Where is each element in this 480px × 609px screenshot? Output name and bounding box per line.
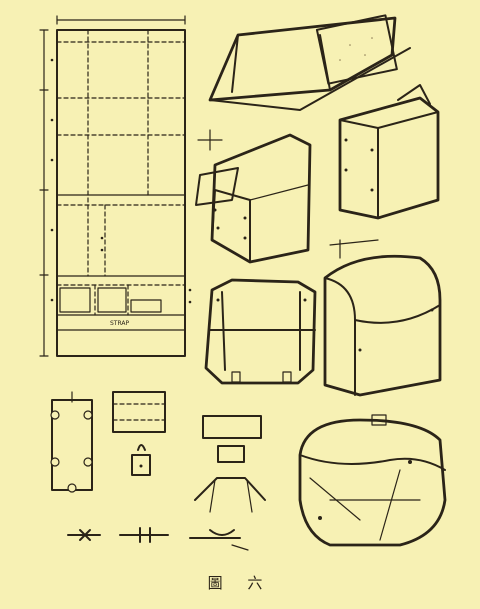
lid-panels	[194, 415, 266, 513]
satchel-box	[323, 239, 442, 397]
figure-caption: 圖 六	[207, 574, 273, 592]
fastener-details	[67, 527, 249, 551]
finished-pack	[298, 414, 447, 547]
strap-assembly	[50, 391, 93, 493]
flat-panel	[112, 391, 166, 433]
box-with-lid	[195, 129, 312, 264]
closed-box	[338, 84, 440, 220]
buckle	[131, 444, 151, 476]
strap-label: STRAP	[110, 320, 130, 327]
tray-figure	[208, 14, 411, 111]
frame-box	[204, 278, 317, 385]
flat-pattern: STRAP	[39, 15, 192, 357]
